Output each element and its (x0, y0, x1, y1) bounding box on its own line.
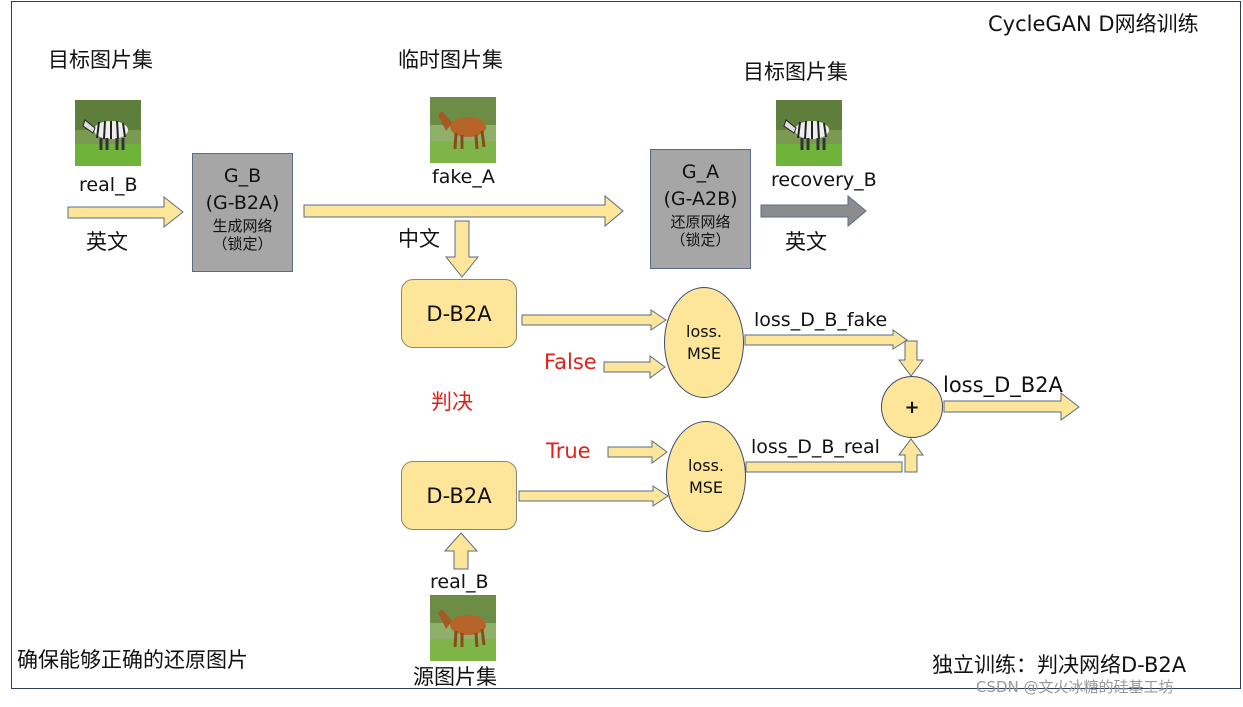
generator-g-b-box: G_B (G-B2A) 生成网络 （锁定） (192, 153, 293, 272)
loss-mse-top: loss. MSE (664, 287, 744, 398)
horse-thumbnail (430, 97, 496, 163)
arrow-ga-to-recovery (760, 194, 867, 228)
false-label: False (544, 350, 597, 374)
arrow-dbottom-to-loss (518, 485, 669, 507)
generator-g-b-status: （锁定） (212, 235, 273, 254)
sum-node: + (881, 376, 943, 438)
generator-g-a-name: G_A (681, 161, 720, 183)
arrow-true-to-loss (607, 440, 668, 464)
footer-right-note: 独立训练：判决网络D-B2A (932, 653, 1187, 677)
arrow-fake-to-discriminator (444, 220, 480, 278)
diagram-title: CycleGAN D网络训练 (988, 12, 1199, 36)
diagram-frame (11, 1, 1241, 689)
watermark: CSDN @文火冰糖的硅基工坊 (976, 678, 1174, 696)
target-set-caption-2: 目标图片集 (743, 60, 848, 84)
generator-g-b-name: G_B (223, 165, 262, 187)
arrow-gb-to-ga (303, 194, 624, 228)
recovery-b-label: recovery_B (771, 169, 877, 191)
generator-g-a-box: G_A (G-A2B) 还原网络 （锁定） (650, 149, 751, 269)
discriminator-top-box: D-B2A (401, 279, 517, 348)
target-set-caption-1: 目标图片集 (48, 48, 153, 72)
arrow-real-rise (898, 438, 924, 473)
zebra-thumbnail (75, 100, 141, 166)
loss-mse-bottom-line2: MSE (688, 477, 724, 497)
horse-thumbnail (430, 595, 496, 661)
true-label: True (546, 439, 591, 463)
source-set-caption: 源图片集 (413, 665, 497, 689)
discriminator-bottom-box: D-B2A (401, 461, 517, 530)
chinese-label: 中文 (398, 227, 440, 251)
arrow-false-to-loss (603, 355, 666, 379)
loss-mse-top-line2: MSE (686, 343, 722, 363)
english-label-1: 英文 (86, 230, 128, 254)
temp-set-caption: 临时图片集 (398, 48, 503, 72)
arrow-loss-real (745, 461, 903, 473)
judge-label: 判决 (431, 390, 473, 414)
loss-mse-top-line1: loss. (686, 321, 722, 341)
zebra-thumbnail (776, 100, 842, 166)
loss-real-label: loss_D_B_real (751, 436, 880, 458)
arrow-source-to-discriminator (443, 532, 479, 570)
output-loss-label: loss_D_B2A (943, 373, 1063, 397)
generator-g-b-alias: (G-B2A) (205, 191, 280, 214)
footer-left-note: 确保能够正确的还原图片 (17, 648, 248, 672)
fake-a-label: fake_A (432, 166, 495, 188)
loss-fake-label: loss_D_B_fake (754, 309, 888, 331)
arrow-real-b-to-gb (67, 195, 184, 229)
loss-mse-bottom: loss. MSE (666, 421, 746, 532)
generator-g-b-role: 生成网络 (212, 216, 273, 235)
loss-mse-bottom-line1: loss. (688, 455, 724, 475)
real-b-source-label: real_B (430, 571, 489, 593)
generator-g-a-alias: (G-A2B) (663, 187, 738, 210)
arrow-dtop-to-loss (521, 309, 667, 331)
real-b-label: real_B (79, 174, 138, 196)
arrow-sum-output (943, 391, 1080, 421)
generator-g-a-role: 还原网络 (670, 212, 731, 231)
arrow-loss-fake (744, 329, 908, 350)
generator-g-a-status: （锁定） (670, 231, 731, 250)
arrow-fake-drop (898, 340, 924, 377)
english-label-2: 英文 (785, 230, 827, 254)
